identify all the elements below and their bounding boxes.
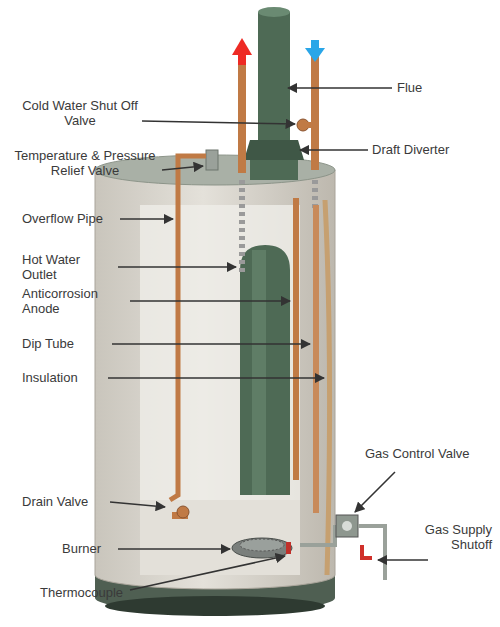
- leader-line: [300, 149, 368, 151]
- leader-lines: [108, 88, 428, 590]
- part-label: Drain Valve: [22, 494, 122, 509]
- hot-outlet-tube: [239, 180, 245, 272]
- cold-pipe: [311, 55, 319, 170]
- flue-tube: [240, 245, 290, 495]
- part-label: Draft Diverter: [372, 142, 492, 157]
- part-label: Cold Water Shut Off Valve: [20, 98, 140, 128]
- leader-line: [288, 87, 392, 89]
- burner-ring: [240, 539, 284, 551]
- leader-line: [142, 121, 295, 124]
- leader-line: [355, 472, 395, 512]
- part-label: Gas Supply Shutoff: [412, 522, 492, 552]
- leader-line: [110, 502, 165, 507]
- part-label: Thermocouple: [40, 585, 140, 600]
- hot-arrow: [232, 38, 252, 55]
- cold-arrow: [305, 48, 325, 62]
- thermocouple-symbol: [286, 542, 291, 554]
- tp-valve-symbol: [206, 150, 218, 170]
- gas-line-inner: [300, 525, 335, 545]
- flue-collar: [250, 160, 298, 180]
- hot-pipe: [238, 55, 246, 173]
- leader-line: [130, 300, 290, 302]
- flue-opening: [258, 7, 290, 17]
- hot-arrow-stem: [238, 55, 246, 65]
- drain-valve-symbol: [177, 506, 189, 518]
- flue-highlight: [252, 250, 266, 495]
- leader-line: [108, 377, 324, 379]
- gas-control-valve-symbol: [336, 515, 358, 537]
- burner-symbol: [232, 538, 292, 558]
- part-label: Insulation: [22, 370, 122, 385]
- tank-body: [95, 170, 335, 589]
- dip-tube: [313, 205, 319, 513]
- part-label: Dip Tube: [22, 336, 122, 351]
- leader-line: [118, 266, 236, 268]
- leader-line: [162, 166, 203, 170]
- draft-diverter-symbol: [244, 140, 304, 160]
- leader-line: [118, 548, 230, 550]
- part-label: Gas Control Valve: [365, 446, 475, 461]
- cold-valve-stem: [300, 122, 311, 128]
- part-label: Anticorrosion Anode: [22, 286, 122, 316]
- flue-pipe: [258, 12, 290, 157]
- leader-line: [378, 559, 428, 561]
- gas-shutoff-handle: [362, 545, 372, 558]
- gas-supply-pipe: [358, 526, 385, 580]
- part-label: Hot Water Outlet: [22, 252, 102, 282]
- gas-control-dial: [342, 521, 352, 531]
- part-label: Temperature & Pressure Relief Valve: [10, 148, 160, 178]
- insulation-strip: [325, 200, 330, 575]
- leader-line: [120, 218, 173, 220]
- leader-line: [130, 556, 285, 590]
- leader-line: [112, 343, 310, 345]
- part-label: Burner: [62, 541, 122, 556]
- part-label: Flue: [397, 80, 487, 95]
- tank-cutaway: [140, 205, 300, 575]
- anode-rod: [293, 198, 299, 480]
- part-label: Overflow Pipe: [22, 211, 142, 226]
- overflow-pipe: [170, 156, 206, 500]
- tank-foot: [105, 596, 325, 616]
- combustion-chamber: [140, 500, 300, 575]
